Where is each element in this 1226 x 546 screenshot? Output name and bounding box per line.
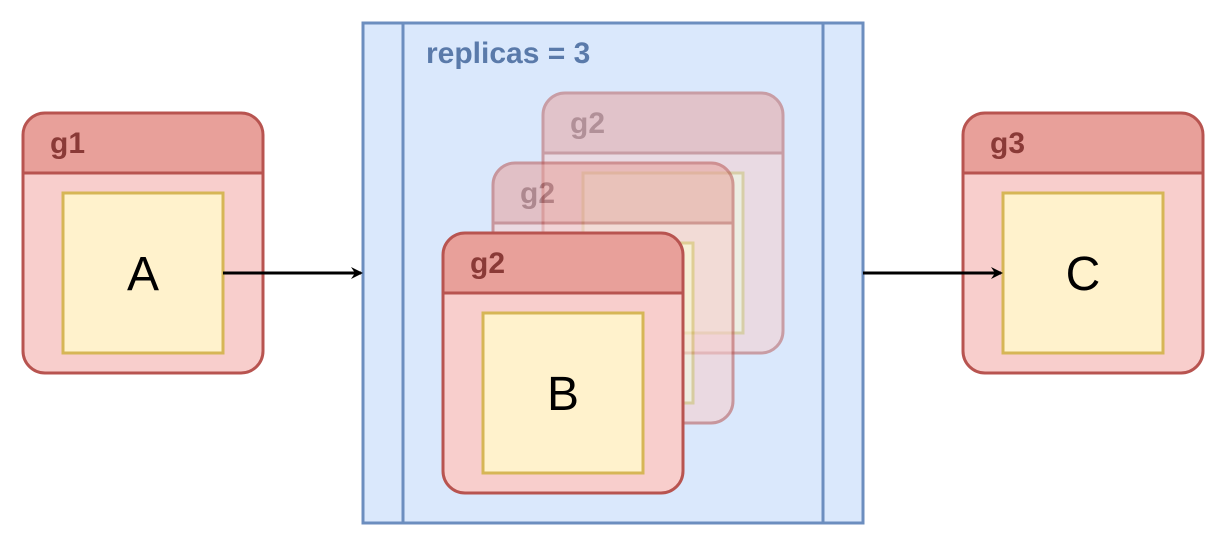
node-c[interactable]: C (1001, 191, 1165, 355)
node-a[interactable]: A (61, 191, 225, 355)
replicas-label: replicas = 3 (426, 37, 590, 70)
group-g2[interactable]: g2 B (441, 231, 685, 495)
node-c-label: C (1066, 248, 1101, 301)
group-g2-replica-back-title: g2 (570, 107, 605, 140)
group-g2-replica-middle-title: g2 (520, 177, 555, 210)
node-b-label: B (547, 368, 579, 421)
group-g3-title: g3 (990, 127, 1025, 160)
node-b[interactable]: B (481, 311, 645, 475)
group-g1[interactable]: g1 A (21, 111, 265, 375)
node-a-label: A (127, 248, 159, 301)
group-g1-title: g1 (50, 127, 85, 160)
group-g3[interactable]: g3 C (961, 111, 1205, 375)
group-g2-title: g2 (470, 247, 505, 280)
